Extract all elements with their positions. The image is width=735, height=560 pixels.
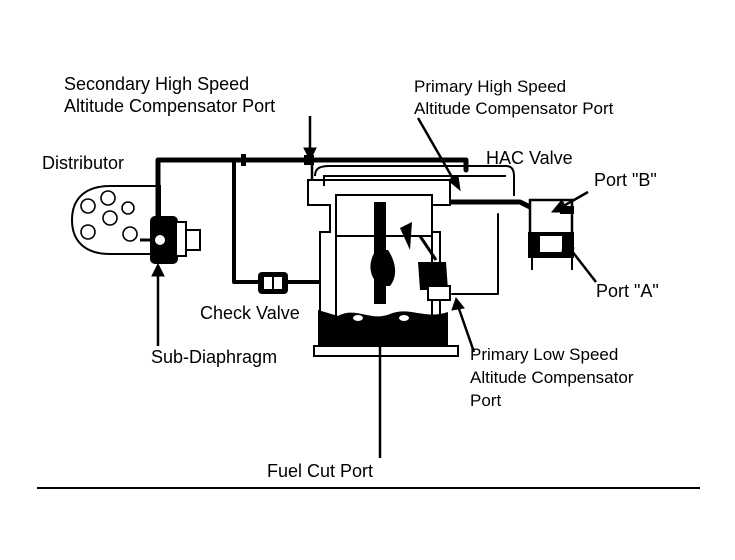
label-primary-low-line1: Primary Low Speed (470, 345, 618, 364)
label-primary-low-line2: Altitude Compensator (470, 368, 634, 387)
leader-arrows (151, 116, 597, 458)
hac-valve-graphic (528, 198, 574, 270)
label-primary-high-line1: Primary High Speed (414, 77, 566, 96)
label-hac-valve: HAC Valve (486, 148, 573, 168)
label-secondary-port-line1: Secondary High Speed (64, 74, 249, 94)
label-secondary-port-line2: Altitude Compensator Port (64, 96, 275, 116)
check-valve-graphic (258, 272, 288, 294)
label-port-b: Port "B" (594, 170, 657, 190)
label-primary-high-line2: Altitude Compensator Port (414, 99, 614, 118)
label-sub-diaphragm: Sub-Diaphragm (151, 347, 277, 367)
label-distributor: Distributor (42, 153, 124, 173)
carburetor-body (307, 165, 515, 357)
hose-fitting-1 (241, 154, 246, 166)
label-fuel-cut-port: Fuel Cut Port (267, 461, 373, 481)
label-primary-low-line3: Port (470, 391, 501, 410)
distributor-graphic (70, 185, 161, 255)
hose-fitting-2 (304, 155, 314, 165)
label-port-a: Port "A" (596, 281, 659, 301)
label-check-valve: Check Valve (200, 303, 300, 323)
